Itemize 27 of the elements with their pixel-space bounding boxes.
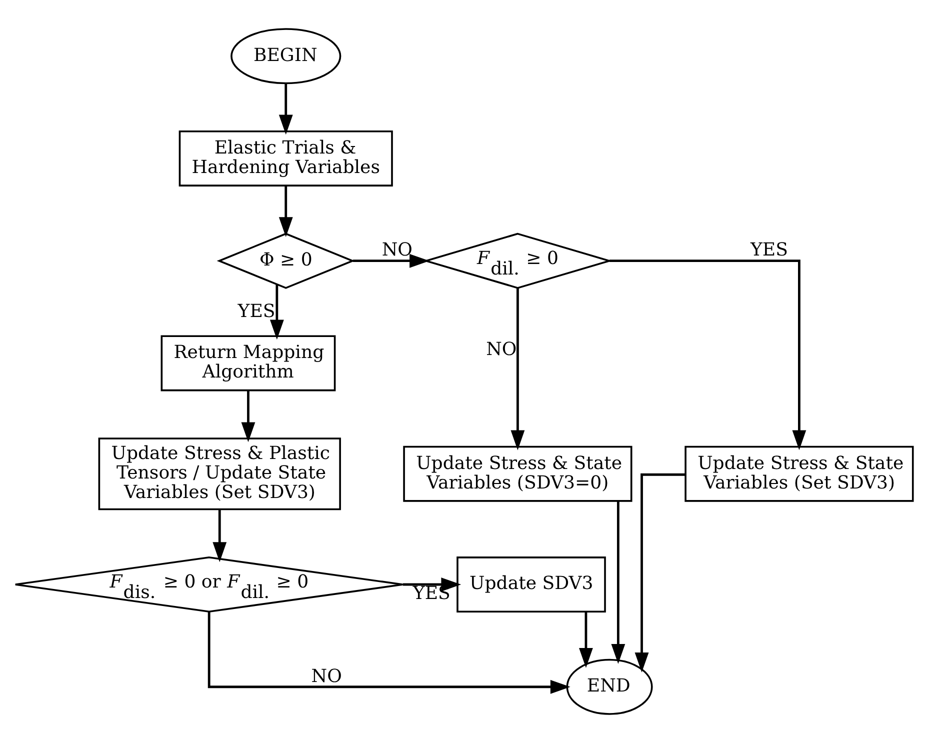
arrow [278,185,292,236]
arrow [269,284,284,340]
arrow [609,259,806,450]
arrow [510,288,524,450]
node-diamond: Φ ≥ 0 [216,232,354,288]
node-box: Update Stress & Plastic Tensors / Update State Variables (Set SDV3) [98,437,340,510]
node-box: Update Stress & State Variables (SDV3=0) [402,445,632,502]
arrow [610,500,625,664]
node-box: Update Stress & State Variables (Set SDV3) [684,445,914,502]
edge-label: NO [310,665,342,686]
edge-label: YES [237,300,275,322]
arrow [352,253,429,268]
arrow [578,611,592,668]
node-box: Update SDV3 [456,556,606,612]
node-box: Return Mapping Algorithm [160,334,336,391]
node-box: Elastic Trials & Hardening Variables [178,130,392,186]
edge-label: NO [381,239,412,260]
arrow [278,83,292,134]
arrow [402,577,461,591]
node-ellipse: END [566,658,652,714]
edge-label: YES [750,239,788,260]
arrow [212,508,226,562]
edge-label: NO [486,338,516,360]
arrow [207,611,570,694]
arrow [240,390,255,442]
node-ellipse: BEGIN [230,28,341,84]
arrow [634,472,685,672]
